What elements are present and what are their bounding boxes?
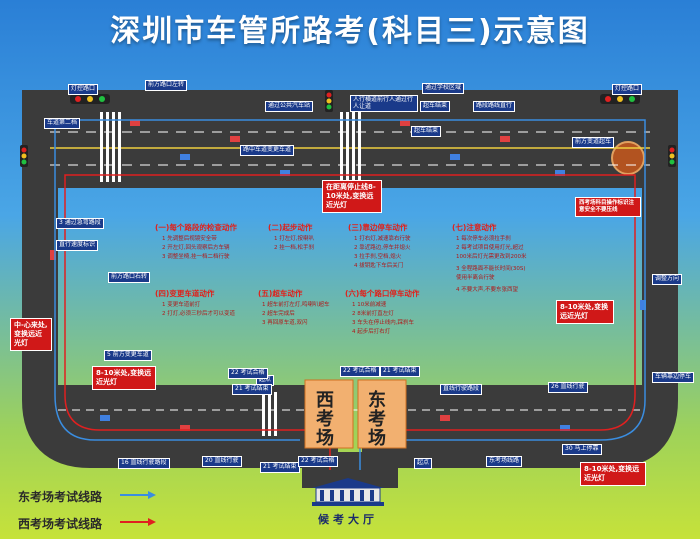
legend-east-arrowhead <box>148 491 156 499</box>
section-1-title: (一)每个路段的检查动作 <box>155 223 237 232</box>
label-mid-end: 21 考试结束 <box>232 384 272 395</box>
section-5-title: (五)超车动作 <box>258 289 303 298</box>
section-4-title: (四)变更车道动作 <box>155 289 215 298</box>
label-front-left-turn: 前方路口左转 <box>145 80 188 91</box>
label-straight-section: 16 直线行驶路段 <box>118 458 170 469</box>
right-warning-top: 西考场科目操作标识注意安全不要压线 <box>575 197 641 218</box>
legend-west-arrowhead <box>148 518 156 526</box>
label-lane-2nd: 车道第二档 <box>44 118 81 129</box>
section-1-item-1: 1 先调整后视镜安全带 <box>162 236 217 242</box>
section-7-item-5: 使用半离合行驶 <box>456 275 495 281</box>
hall-building-icon <box>312 478 384 506</box>
center-warning: 在距离停止线8-10米处,变换远近光灯 <box>322 180 382 214</box>
west-area-block <box>304 379 354 449</box>
section-1-item-2: 2 开左灯,回头观察后方车辆 <box>162 245 230 251</box>
left-warning-2: 8-10米处,变换远近光灯 <box>92 366 156 391</box>
label-straight-drive-west: 20 直线行驶 <box>202 456 242 467</box>
west-route-line <box>64 174 636 470</box>
legend-east-label: 东考场考试线路 <box>18 490 103 504</box>
label-go-straight: 路段路线直行 <box>473 101 516 112</box>
label-start-east: 起点 <box>414 458 433 469</box>
section-3-item-1: 1 打右灯,减速靠右行驶 <box>354 236 411 242</box>
traffic-light-icons <box>20 90 676 167</box>
label-change-lane: 5 前方变更车道 <box>104 350 152 361</box>
page-title: 深圳市车管所路考(科目三)示意图 <box>110 14 590 49</box>
section-3-item-2: 2 靠近路边,停车并熄火 <box>354 245 411 251</box>
section-7-title: (七)注意动作 <box>452 223 497 232</box>
section-6-item-4: 4 起步后打右灯 <box>352 329 391 335</box>
label-east-route: 东考场线路 <box>486 456 523 467</box>
label-traffic-light-right: 灯控路口 <box>612 84 643 95</box>
section-5-item-1: 1 超车前打左灯,鸣喇叭超车 <box>262 302 330 308</box>
section-7-item-2: 2 每考试项目使用灯光,超过 <box>456 245 524 251</box>
west-area-label: 西考场 <box>316 390 334 449</box>
right-warning-mid: 8-10米处,变换远近光灯 <box>556 300 614 325</box>
label-lane-change: 路中车道变更车道 <box>240 145 295 156</box>
section-7-item-6: 4 不要大声,不要东张西望 <box>456 287 518 293</box>
section-5-item-2: 2 超车完成后 <box>262 311 295 317</box>
section-2-item-2: 2 挂一档,松手刹 <box>274 245 314 251</box>
label-exam-end-west: 21 考试结束 <box>260 462 300 473</box>
section-1-item-3: 3 调整坐椅,挂一档二档行驶 <box>162 254 230 260</box>
label-side-parking: 车辆靠边停车 <box>652 372 695 383</box>
section-2-item-1: 1 打左灯,按喇叭 <box>274 236 314 242</box>
bottom-road-left <box>40 385 330 440</box>
section-3-title: (三)靠边停车动作 <box>348 223 408 232</box>
label-mid-straight: 直线行驶路段 <box>440 384 483 395</box>
label-front-right-turn: 前方路口右转 <box>108 272 151 283</box>
label-exam-pass-east: 22 考试合格 <box>340 366 380 377</box>
label-school-zone: 通过学校区域 <box>422 83 465 94</box>
label-adjust-direction: 调整方向 <box>652 274 683 285</box>
label-overtake-end-2: 超车结束 <box>411 126 442 137</box>
crosswalk-mid <box>340 112 361 182</box>
hall-label: 候考大厅 <box>318 513 378 526</box>
crosswalk-left <box>100 112 121 182</box>
legend-west-label: 西考场考试线路 <box>18 517 103 531</box>
cars <box>50 120 646 431</box>
section-5-item-3: 3 再回原车道,双闪 <box>262 320 308 326</box>
label-crosswalk: 人行横道前行人通过行人让道 <box>350 95 418 113</box>
section-3-item-4: 4 拔钥匙下车后关门 <box>354 263 404 269</box>
label-side-change: 前方变道超车 <box>572 137 615 148</box>
section-7-item-3: 100米后灯光需更改到200米 <box>456 254 527 260</box>
section-4-item-2: 2 打灯,必须三秒后才可以变道 <box>162 311 235 317</box>
section-2-title: (二)起步动作 <box>268 223 313 232</box>
section-6-item-2: 2 8米前打直左灯 <box>352 311 394 317</box>
left-warning-1: 中-心来处,变换远近光灯 <box>10 318 52 352</box>
section-7-item-1: 1 每次停车必须拉手刹 <box>456 236 511 242</box>
section-7-item-4: 3 全程路面不能长时间(30S) <box>456 266 526 272</box>
section-6-item-3: 3 车头在停止线内,踩刹车 <box>352 320 414 326</box>
label-bus-stop: 通过公共汽车站 <box>265 101 314 112</box>
east-area-block <box>357 379 407 449</box>
label-overtake-end: 超车结束 <box>420 101 451 112</box>
section-3-item-3: 3 拉手刹,空档,熄火 <box>354 254 402 260</box>
label-straight-speed: 直行速度标识 <box>56 240 99 251</box>
label-exam-pass-west: 22 考试合格 <box>298 456 338 467</box>
section-6-title: (六)每个路口停车动作 <box>345 289 420 298</box>
label-mid-pass: 22 考试合格 <box>228 368 268 379</box>
east-route-line <box>54 119 646 470</box>
label-sharp-bend: 3 通过急弯路段 <box>56 218 104 229</box>
east-area-label: 东考场 <box>368 390 386 449</box>
bottom-road-right <box>360 385 660 440</box>
label-exam-end-east: 21 考试结束 <box>380 366 420 377</box>
section-4-item-1: 1 变更车道前打 <box>162 302 201 308</box>
label-straight-drive: 26 直线行驶 <box>548 382 588 393</box>
label-pull-over: 30 马上停靠 <box>562 444 602 455</box>
label-traffic-light-left: 灯控路口 <box>68 84 99 95</box>
section-6-item-1: 1 10米前减速 <box>352 302 387 308</box>
right-warning-bottom: 8-10米处,变换远近光灯 <box>580 462 646 487</box>
roundabout <box>611 141 645 175</box>
